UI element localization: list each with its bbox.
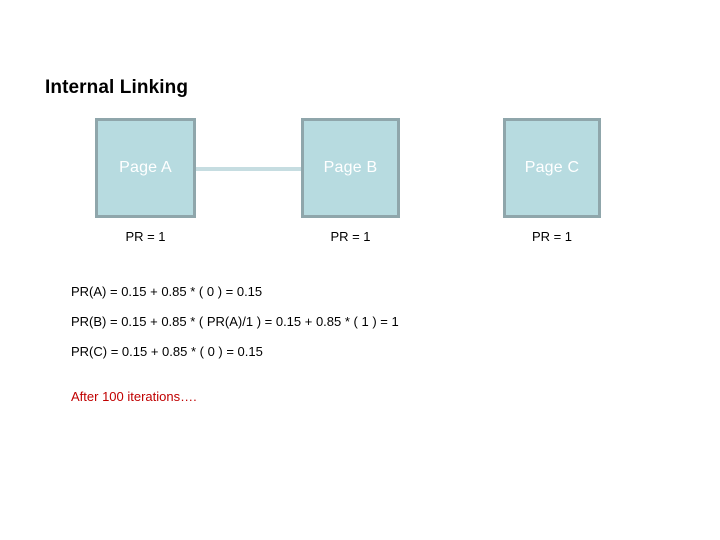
node-page-c-pr-label: PR = 1 [531, 229, 573, 244]
node-page-b-pr-label: PR = 1 [330, 229, 371, 244]
formula-line-pr-c: PR(C) = 0.15 + 0.85 * ( 0 ) = 0.15 [71, 344, 263, 359]
formula-line-pr-a: PR(A) = 0.15 + 0.85 * ( 0 ) = 0.15 [71, 284, 263, 299]
formula-line-pr-b: PR(B) = 0.15 + 0.85 * ( PR(A)/1 ) = 0.15… [71, 314, 399, 329]
page-title: Internal Linking [45, 77, 189, 98]
node-page-a-label: Page A [119, 159, 172, 176]
node-page-b-label: Page B [323, 159, 378, 176]
node-page-c-label: Page C [524, 159, 580, 176]
connector-page-a-to-page-b [196, 167, 302, 171]
node-page-b[interactable]: Page B [301, 118, 400, 218]
node-page-a[interactable]: Page A [95, 118, 196, 218]
node-page-c[interactable]: Page C [503, 118, 601, 218]
node-page-a-pr-label: PR = 1 [125, 229, 166, 244]
footnote-after-iterations: After 100 iterations…. [71, 389, 197, 404]
